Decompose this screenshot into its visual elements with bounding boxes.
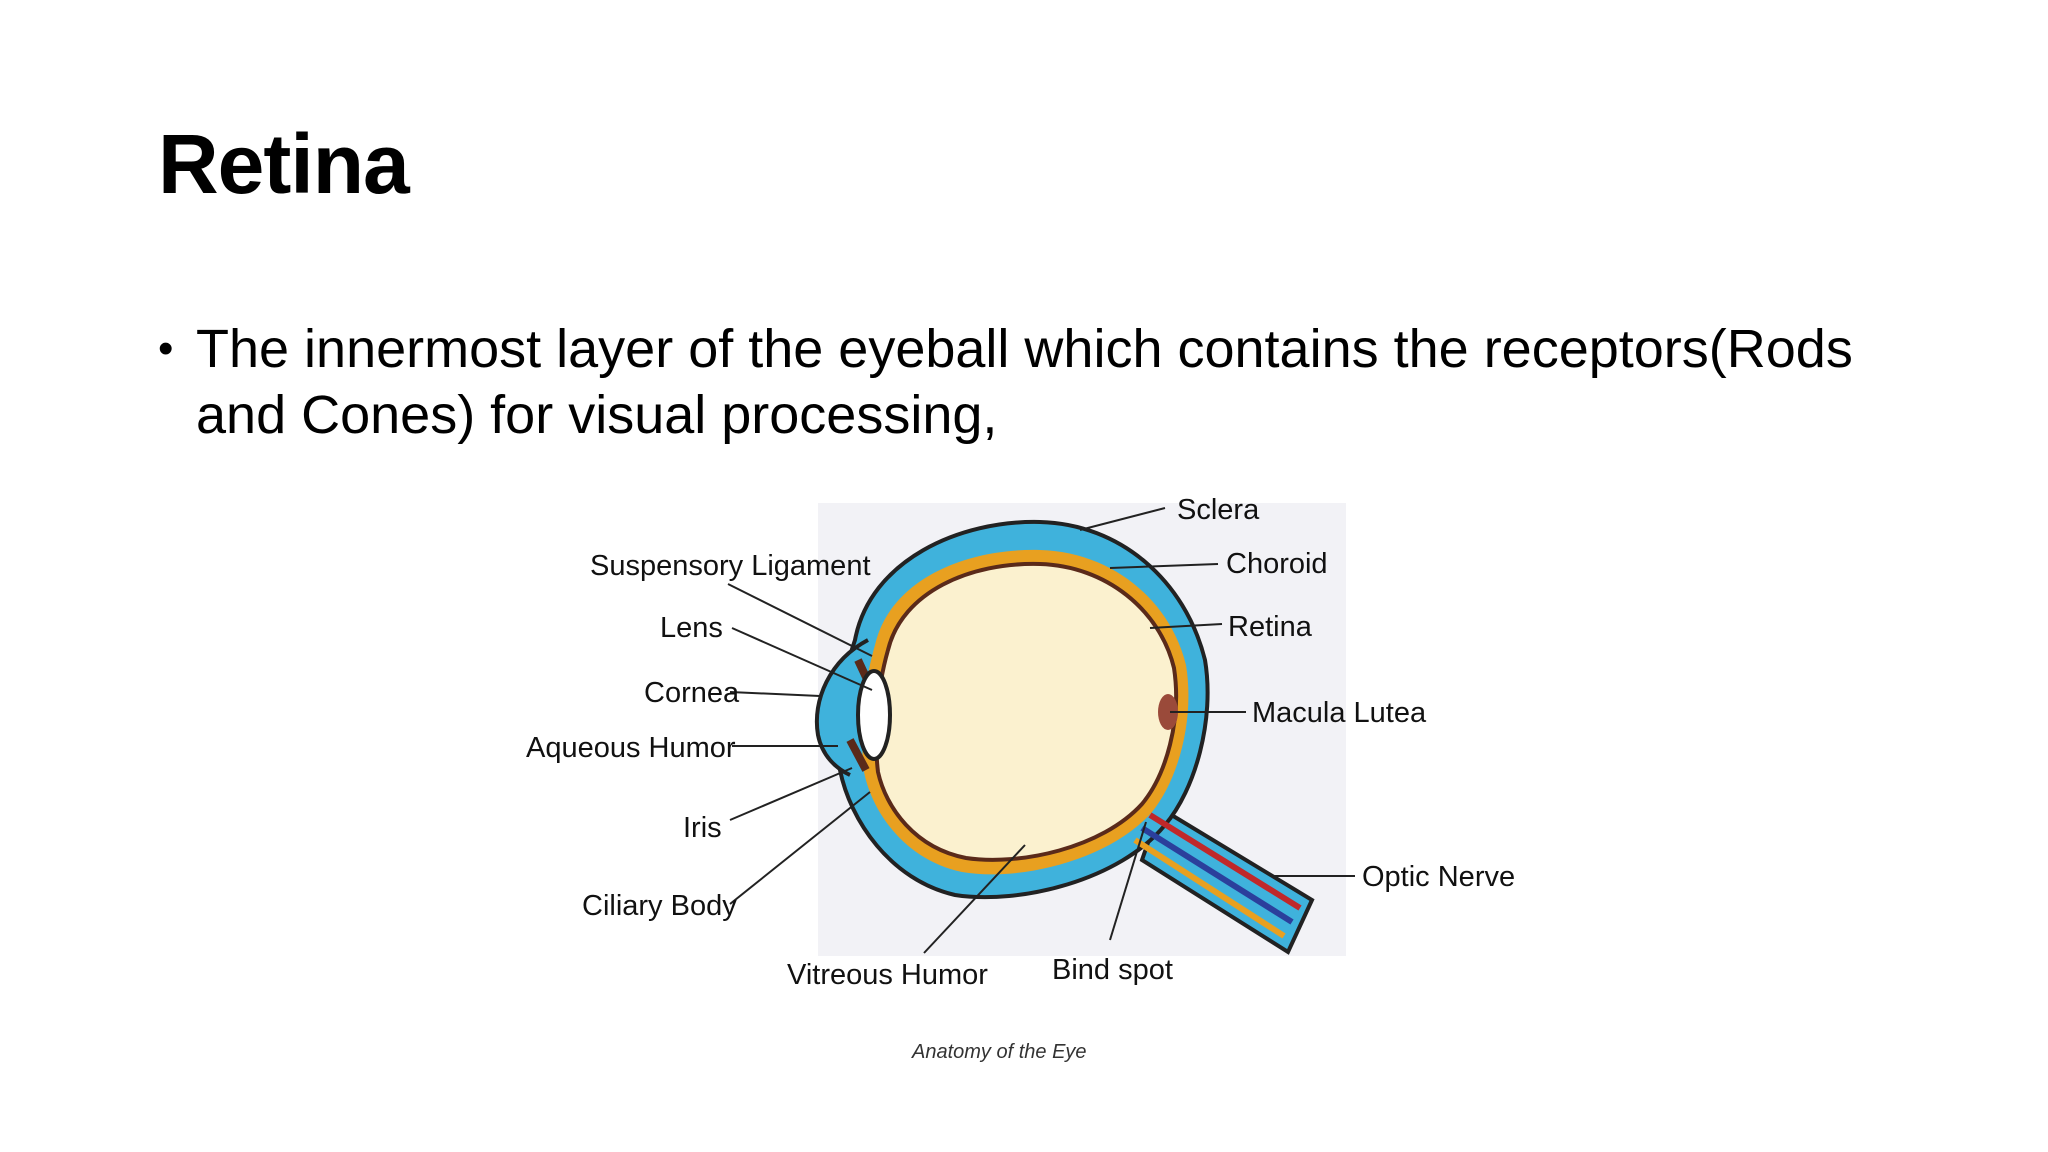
label-retina: Retina (1228, 611, 1313, 643)
label-sclera: Sclera (1177, 494, 1260, 526)
label-cornea: Cornea (644, 677, 740, 709)
label-macula-lutea: Macula Lutea (1252, 697, 1427, 729)
bullet-text: The innermost layer of the eyeball which… (196, 319, 1853, 445)
cornea-shape (814, 638, 869, 777)
diagram-caption: Anatomy of the Eye (911, 1041, 1087, 1063)
label-choroid: Choroid (1226, 548, 1328, 580)
vitreous-body (874, 561, 1179, 862)
optic-nerve-red (1148, 812, 1302, 911)
label-vitreous-humor: Vitreous Humor (787, 959, 988, 991)
optic-nerve-orange (1133, 837, 1286, 939)
bullet-item: • The innermost layer of the eyeball whi… (158, 316, 1918, 448)
label-optic-nerve: Optic Nerve (1362, 861, 1515, 893)
label-lens: Lens (660, 612, 723, 644)
label-iris: Iris (683, 812, 722, 844)
slide-title: Retina (158, 117, 410, 211)
lens-shape (856, 669, 892, 761)
leader-lines (727, 507, 1355, 954)
bullet-dot-icon: • (158, 324, 174, 373)
macula-lutea-spot (1158, 694, 1178, 730)
optic-nerve-blue (1140, 825, 1294, 925)
label-ciliary-body: Ciliary Body (582, 890, 737, 922)
label-aqueous-humor: Aqueous Humor (526, 732, 736, 764)
label-suspensory-ligament: Suspensory Ligament (590, 550, 871, 582)
label-blind-spot: Bind spot (1052, 954, 1173, 986)
